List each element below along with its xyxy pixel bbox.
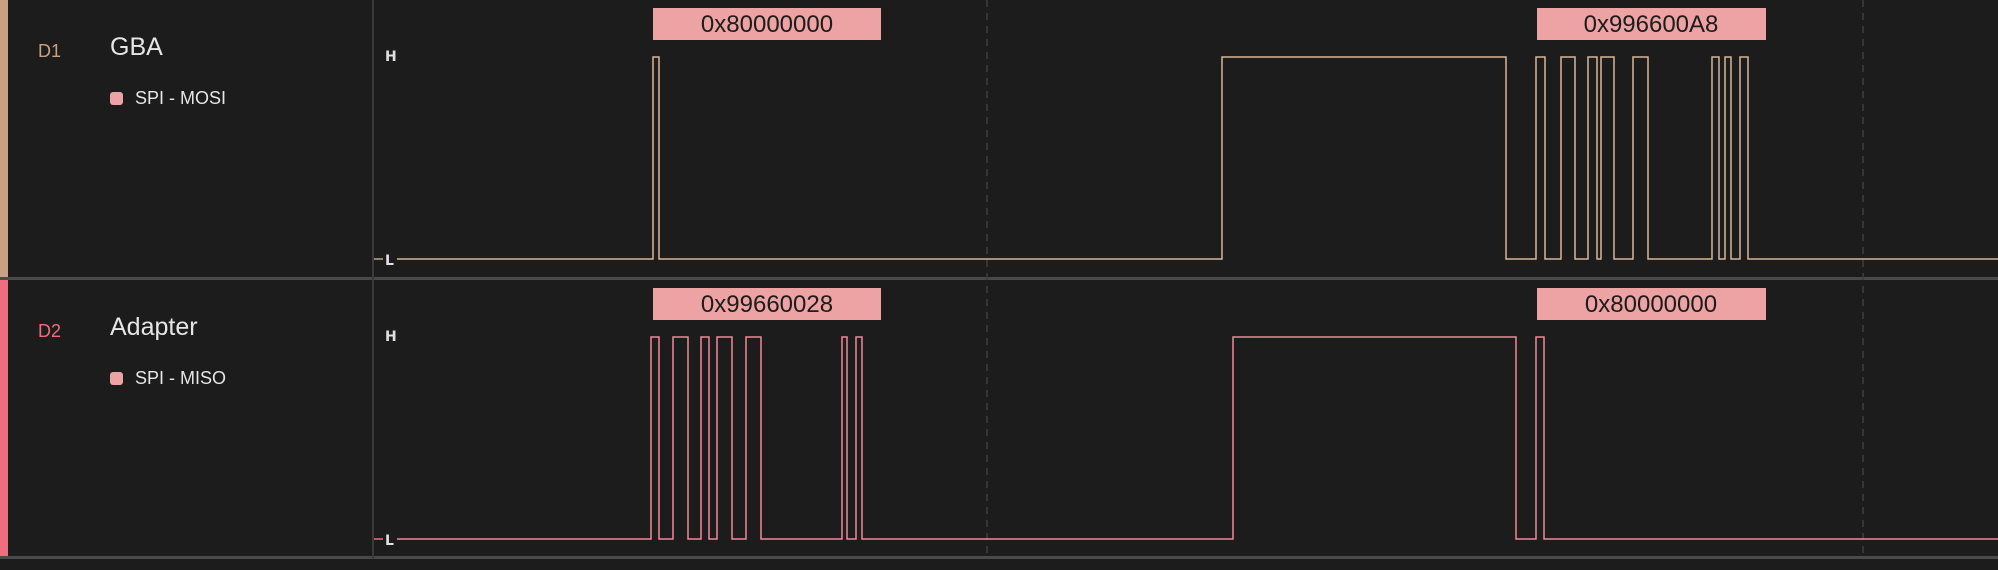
decoded-value-box <box>653 288 881 320</box>
channel-d2-row[interactable]: D2 Adapter SPI - MISO <box>0 280 1998 558</box>
decoded-value: 0x996600A8 <box>1584 11 1719 38</box>
decoded-value: 0x80000000 <box>701 11 833 38</box>
channel-d2-id: D2 <box>38 321 62 341</box>
decoded-value: 0x99660028 <box>701 291 833 318</box>
channel-d1-high-label: H <box>385 49 397 65</box>
decoded-value-box <box>1537 8 1766 40</box>
channel-d2-color-bar <box>0 280 8 558</box>
channel-d2-decoded-frame[interactable]: 0x80000000 <box>1537 288 1766 320</box>
channel-d2-analyzer[interactable]: SPI - MISO <box>110 368 226 389</box>
label-panel-divider[interactable] <box>372 0 374 559</box>
decoded-value: 0x80000000 <box>1585 291 1717 318</box>
decoded-value-box <box>1537 288 1766 320</box>
channel-d1-color-bar <box>0 0 8 277</box>
channel-d1-analyzer[interactable]: SPI - MOSI <box>110 88 226 109</box>
channel-d2-waveform <box>397 336 1998 540</box>
channel-d1-analyzer-label: SPI - MOSI <box>135 88 227 108</box>
channel-d1-id: D1 <box>38 41 62 61</box>
channel-d1-name[interactable]: GBA <box>110 33 163 61</box>
channel-d2-low-label: L <box>385 533 394 549</box>
channel-d1-row[interactable]: D1 GBA SPI - MOSI <box>0 0 1998 277</box>
analyzer-color-icon <box>110 92 123 105</box>
channel-d2-decoded-frame[interactable]: 0x99660028 <box>653 288 881 320</box>
channel-d1-waveform <box>397 56 1998 260</box>
channel-d1-low-label: L <box>385 253 394 269</box>
analyzer-color-icon <box>110 372 123 385</box>
channel-d1-decoded-frame[interactable]: 0x80000000 <box>653 8 881 40</box>
channel-divider[interactable] <box>0 556 1998 559</box>
channel-d2-analyzer-label: SPI - MISO <box>135 368 227 388</box>
channel-d2-name[interactable]: Adapter <box>110 313 198 341</box>
decoded-value-box <box>653 8 881 40</box>
channel-divider[interactable] <box>0 277 1998 280</box>
channel-d1-decoded-frame[interactable]: 0x996600A8 <box>1537 8 1766 40</box>
channel-d2-high-label: H <box>385 329 397 345</box>
